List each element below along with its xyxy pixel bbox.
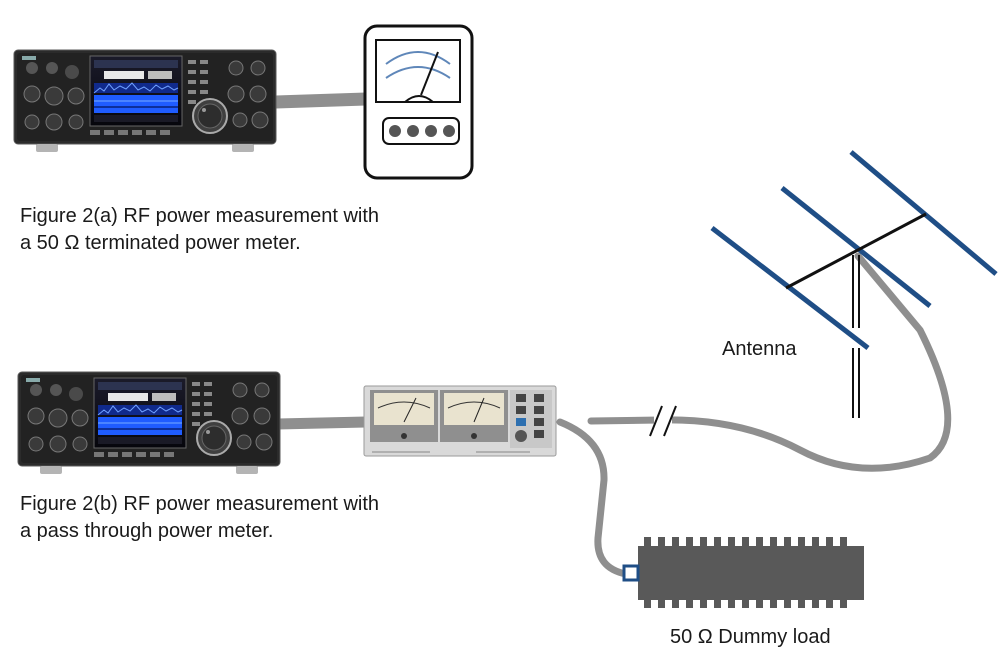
figure-b-caption-line2: a pass through power meter. [20,520,274,542]
figure-b-caption: Figure 2(b) RF power measurement with a … [20,491,379,545]
figure-a-caption: Figure 2(a) RF power measurement with a … [20,203,379,257]
transceiver-icon [17,371,281,475]
swr-wattmeter-icon [363,385,557,457]
yagi-antenna-icon [710,150,998,418]
transceiver-icon [13,49,277,153]
cable-b-input [277,416,367,430]
cable-to-antenna [587,252,952,472]
power-meter-icon [363,24,474,180]
cable-to-dummy-load [556,418,630,578]
figure-a-caption-line1: Figure 2(a) RF power measurement with [20,205,380,227]
figure-a-caption-line2: a 50 Ω terminated power meter. [20,232,301,254]
antenna-label: Antenna [722,338,797,360]
cable-break-icon [649,405,677,437]
figure-b-caption-line1: Figure 2(b) RF power measurement with [20,493,380,515]
dummy-load-label: 50 Ω Dummy load [670,626,831,648]
dummy-load-icon [622,537,864,608]
cable-a [275,92,367,109]
